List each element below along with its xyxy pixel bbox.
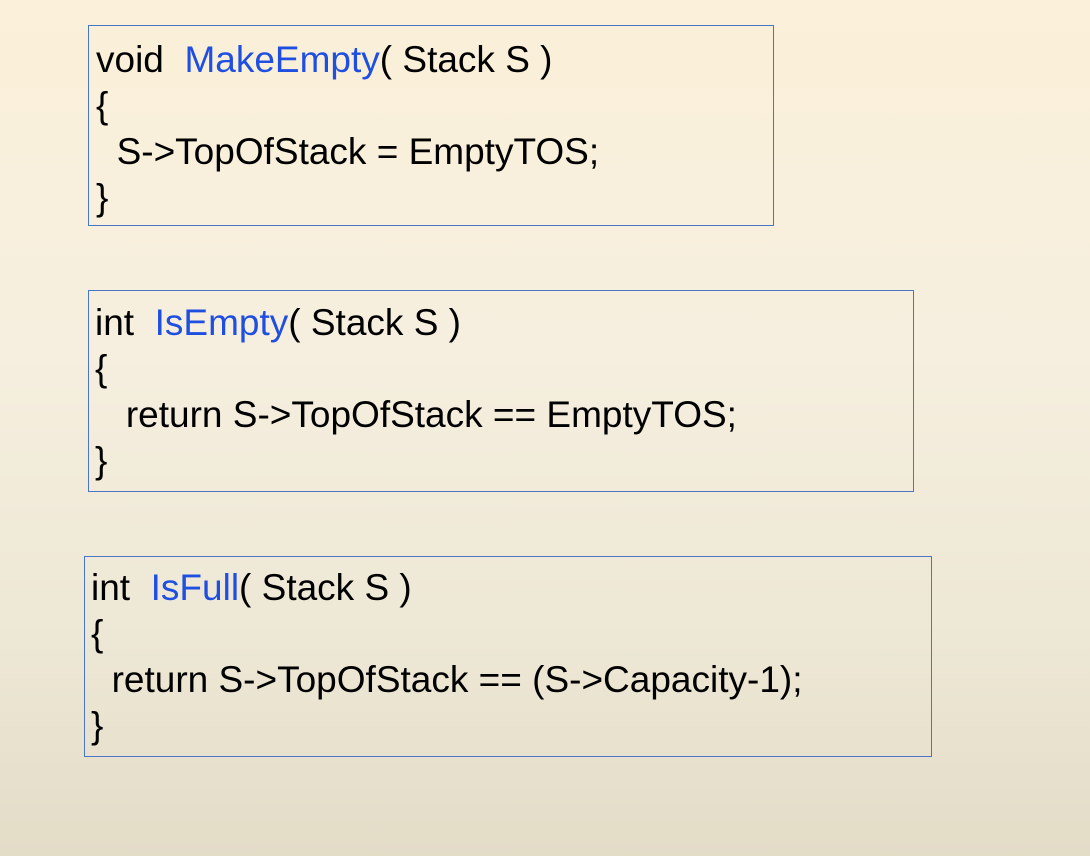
function-name: MakeEmpty [184,39,380,80]
close-brace: } [95,440,108,481]
code-block-make-empty: void MakeEmpty( Stack S ) { S->TopOfStac… [88,25,774,226]
params: ( Stack S ) [288,302,461,343]
return-type: int [91,567,131,608]
function-name: IsEmpty [154,302,289,343]
body-statement: return S->TopOfStack == (S->Capacity-1); [111,659,803,700]
signature-line: void MakeEmpty( Stack S ) [96,37,773,83]
code-block-is-full: int IsFull( Stack S ) { return S->TopOfS… [84,556,932,757]
body-line: S->TopOfStack = EmptyTOS; [96,129,773,175]
body-statement: return S->TopOfStack == EmptyTOS; [125,394,737,435]
body-line: return S->TopOfStack == EmptyTOS; [95,392,913,438]
function-name: IsFull [150,567,240,608]
open-brace: { [96,85,109,126]
body-line: return S->TopOfStack == (S->Capacity-1); [91,657,931,703]
signature-line: int IsEmpty( Stack S ) [95,300,913,346]
signature-line: int IsFull( Stack S ) [91,565,931,611]
body-statement: S->TopOfStack = EmptyTOS; [116,131,600,172]
close-brace: } [96,177,109,218]
code-block-is-empty: int IsEmpty( Stack S ) { return S->TopOf… [88,290,914,492]
return-type: void [96,39,164,80]
params: ( Stack S ) [239,567,412,608]
open-brace: { [91,613,104,654]
return-type: int [95,302,135,343]
open-brace: { [95,348,108,389]
params: ( Stack S ) [379,39,553,80]
close-brace: } [91,705,104,746]
